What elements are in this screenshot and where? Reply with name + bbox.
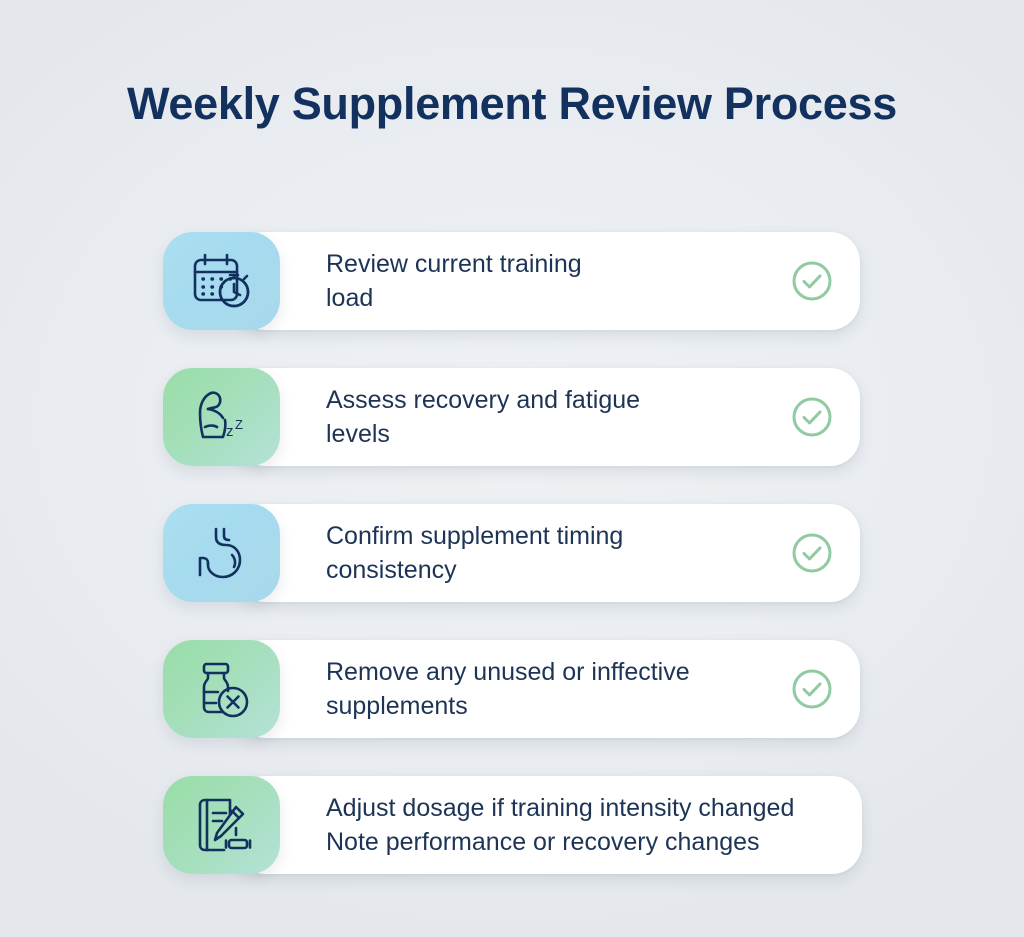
check-circle-icon[interactable] <box>788 393 836 441</box>
step-item-4[interactable]: Remove any unused or inffective suppleme… <box>163 640 863 738</box>
stomach-icon <box>192 523 252 583</box>
step-text-line: Assess recovery and fatigue <box>326 386 641 414</box>
step-icon-tile <box>163 640 280 738</box>
step-item-2[interactable]: z Z Assess recovery and fatigue levels <box>163 368 863 466</box>
step-item-5[interactable]: Adjust dosage if training intensity chan… <box>163 776 863 874</box>
step-card <box>235 368 860 466</box>
step-card <box>235 640 860 738</box>
page-title: Weekly Supplement Review Process <box>127 78 897 129</box>
step-text-line: Remove any unused or inffective <box>326 658 690 686</box>
step-text-line: consistency <box>326 556 457 584</box>
check-circle-icon[interactable] <box>788 529 836 577</box>
step-icon-tile <box>163 776 280 874</box>
notebook-pencil-dumbbell-icon <box>190 795 254 855</box>
step-text: Assess recovery and fatigue levels <box>326 368 640 466</box>
flexed-bicep-sleep-icon: z Z <box>189 387 255 447</box>
step-text: Review current training load <box>326 232 582 330</box>
step-text-line: Adjust dosage if training intensity chan… <box>326 794 795 822</box>
step-card <box>235 504 860 602</box>
svg-text:Z: Z <box>235 417 243 432</box>
step-text-line: Note performance or recovery changes <box>326 828 760 856</box>
step-item-3[interactable]: Confirm supplement timing consistency <box>163 504 863 602</box>
step-text: Remove any unused or inffective suppleme… <box>326 640 690 738</box>
step-card <box>235 232 860 330</box>
check-circle-icon[interactable] <box>788 665 836 713</box>
calendar-stopwatch-icon <box>189 251 255 311</box>
step-icon-tile: z Z <box>163 368 280 466</box>
step-text-line: levels <box>326 420 390 448</box>
step-text-line: load <box>326 284 374 312</box>
step-text: Adjust dosage if training intensity chan… <box>326 776 794 874</box>
step-card <box>235 776 862 874</box>
step-list: Review current training load <box>163 232 863 874</box>
step-item-1[interactable]: Review current training load <box>163 232 863 330</box>
step-text-line: Confirm supplement timing <box>326 522 624 550</box>
step-icon-tile <box>163 504 280 602</box>
step-icon-tile <box>163 232 280 330</box>
step-text-line: supplements <box>326 692 468 720</box>
step-text: Confirm supplement timing consistency <box>326 504 623 602</box>
svg-text:z: z <box>226 423 234 440</box>
check-circle-icon[interactable] <box>788 257 836 305</box>
supplement-bottle-remove-icon <box>190 659 254 719</box>
step-text-line: Review current training <box>326 250 582 278</box>
